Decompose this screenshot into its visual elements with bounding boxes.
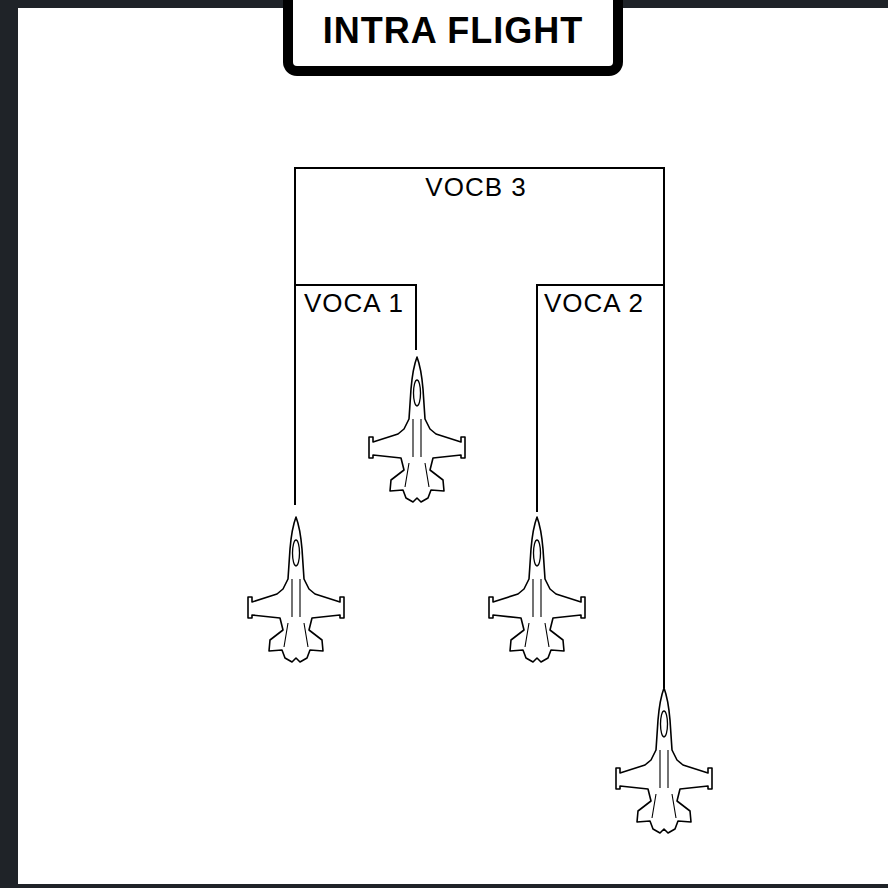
frame-bottom — [18, 884, 888, 888]
voca2-bracket — [537, 285, 664, 512]
wing-jet — [248, 517, 344, 662]
section-label: VOCA 2 — [542, 290, 646, 316]
title-box: INTRA FLIGHT — [283, 0, 623, 76]
element-label: VOCB 3 — [423, 174, 528, 200]
lead-jet — [369, 357, 465, 502]
section-lead-jet — [489, 517, 585, 662]
vocb-bracket — [295, 168, 664, 688]
section-wing-jet — [616, 688, 712, 833]
frame-left — [0, 0, 18, 888]
voca1-bracket — [295, 285, 416, 350]
section-label: VOCA 1 — [302, 290, 406, 316]
title-text: INTRA FLIGHT — [293, 13, 613, 49]
